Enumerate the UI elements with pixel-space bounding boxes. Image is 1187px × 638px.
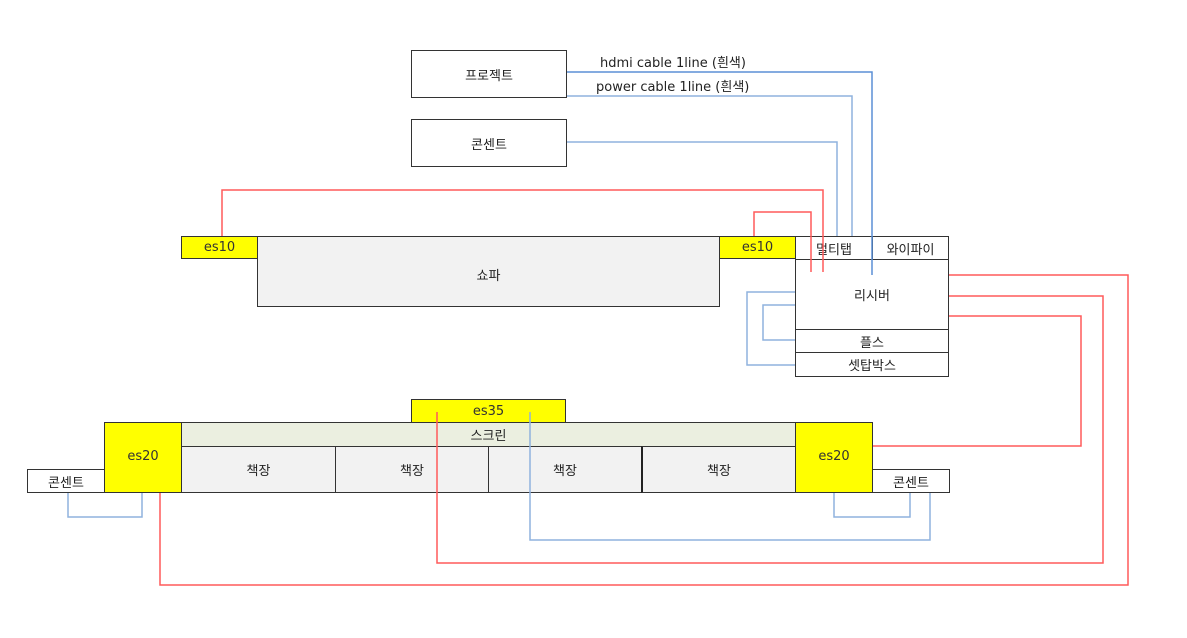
left-outlet-label: 콘센트 bbox=[48, 475, 84, 491]
projector-box: 프로젝트 bbox=[411, 50, 567, 98]
bookshelf-label: 책장 bbox=[707, 464, 731, 479]
playstation-label: 플스 bbox=[860, 335, 884, 351]
left-outlet-wire bbox=[67, 493, 143, 518]
es10-right-label: es10 bbox=[741, 240, 774, 255]
es20-left-label: es20 bbox=[127, 449, 159, 464]
receiver-label: 리시버 bbox=[854, 289, 890, 304]
right-outlet-label: 콘센트 bbox=[893, 475, 929, 491]
left-outlet-box: 콘센트 bbox=[27, 469, 105, 493]
top-outlet-wire bbox=[567, 141, 838, 236]
power-cable-label: power cable 1line (흰색) bbox=[596, 80, 750, 95]
sofa-label: 쇼파 bbox=[476, 269, 501, 284]
top-outlet-label: 콘센트 bbox=[471, 137, 507, 153]
projector-label: 프로젝트 bbox=[465, 68, 513, 84]
receiver-box: 리시버 bbox=[795, 259, 949, 330]
es20-left-speaker: es20 bbox=[104, 422, 182, 493]
es20-right-label: es20 bbox=[818, 449, 850, 464]
es35-label: es35 bbox=[472, 403, 505, 419]
bookshelf-3: 책장 bbox=[488, 446, 642, 493]
es10-left-label: es10 bbox=[203, 240, 236, 255]
bookshelf-label: 책장 bbox=[400, 464, 424, 479]
settop-label: 셋탑박스 bbox=[848, 359, 896, 374]
projector-power-wire bbox=[567, 95, 853, 236]
wifi-box: 와이파이 bbox=[872, 236, 949, 260]
bookshelf-label: 책장 bbox=[246, 464, 271, 479]
wifi-label: 와이파이 bbox=[886, 242, 935, 258]
settop-box: 셋탑박스 bbox=[795, 352, 949, 377]
screen-box: 스크린 bbox=[181, 422, 796, 447]
bookshelf-label: 책장 bbox=[553, 464, 577, 479]
settop-hdmi-wire bbox=[746, 291, 795, 366]
es10-right-speaker: es10 bbox=[719, 236, 796, 259]
right-outlet-wire bbox=[833, 493, 911, 518]
es20-right-speaker: es20 bbox=[795, 422, 873, 493]
multitap-box: 멀티탭 bbox=[795, 236, 873, 260]
playstation-box: 플스 bbox=[795, 329, 949, 353]
sofa-box: 쇼파 bbox=[257, 236, 720, 307]
playstation-hdmi-wire bbox=[762, 304, 795, 341]
right-outlet-box: 콘센트 bbox=[872, 469, 950, 493]
bookshelf-2: 책장 bbox=[335, 446, 489, 493]
es10-left-speaker: es10 bbox=[181, 236, 258, 259]
bookshelf-1: 책장 bbox=[181, 446, 336, 493]
multitap-label: 멀티탭 bbox=[816, 242, 852, 258]
screen-label: 스크린 bbox=[470, 429, 507, 444]
hdmi-cable-label: hdmi cable 1line (흰색) bbox=[600, 56, 746, 71]
es35-speaker: es35 bbox=[411, 399, 566, 423]
top-outlet-box: 콘센트 bbox=[411, 119, 567, 167]
bookshelf-4: 책장 bbox=[641, 446, 796, 493]
